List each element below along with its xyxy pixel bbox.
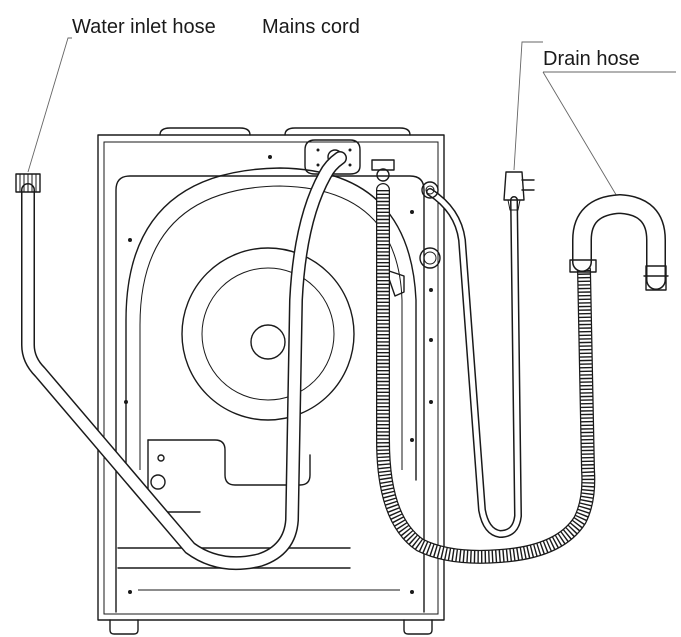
drum-rear-cover [117,167,441,591]
leader-lines [27,37,676,199]
drain-hose [376,183,669,564]
leader-water-inlet [27,37,72,173]
label-mains-cord: Mains cord [262,16,360,38]
label-water-inlet-hose: Water inlet hose [72,16,216,38]
leader-mains-cord [513,41,543,171]
mains-cord [421,171,535,538]
leader-drain-hose [542,71,676,199]
machine-body [97,127,445,635]
label-drain-hose: Drain hose [543,48,640,70]
water-inlet-hose [15,151,347,571]
